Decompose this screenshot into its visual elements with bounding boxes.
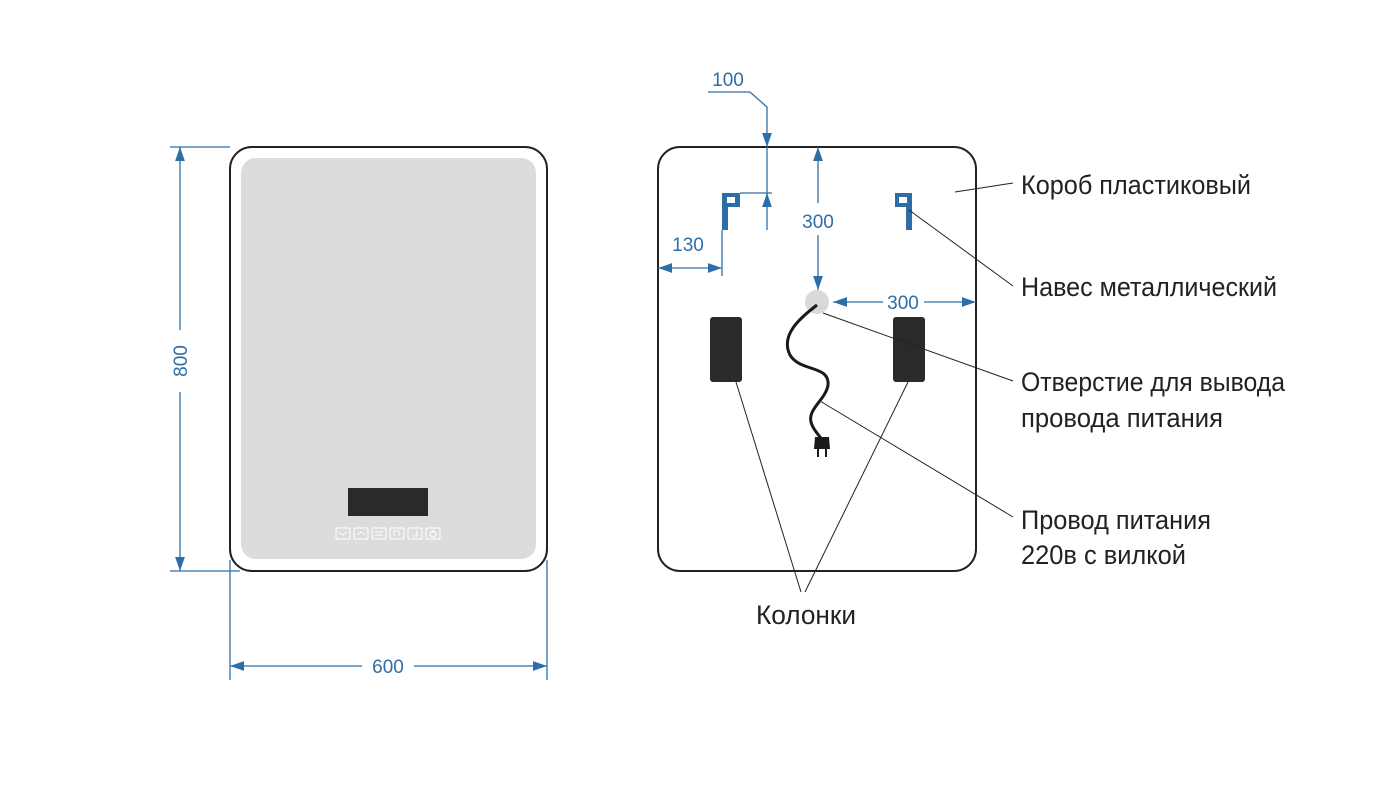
width-value: 600 [372, 657, 404, 678]
plastic-box [657, 146, 977, 572]
hole-top-dimension: 300 [802, 147, 834, 290]
mirror-surface [241, 158, 536, 559]
hook-side-value: 130 [672, 235, 704, 256]
back-view: 100 130 300 300 [657, 70, 1286, 630]
label-cord-line1: Провод питания [1021, 505, 1211, 535]
hole-side-value: 300 [887, 293, 919, 314]
label-hole-line2: провода питания [1021, 403, 1223, 433]
display-screen [348, 488, 428, 516]
mode-icon [371, 527, 387, 540]
height-dimension: 800 [170, 146, 240, 572]
right-hook-icon [895, 193, 912, 230]
left-speaker [710, 317, 742, 382]
label-hole-line1: Отверстие для вывода [1021, 367, 1286, 397]
music-icon [389, 527, 405, 540]
chevron-up-icon [353, 527, 369, 540]
label-speakers: Колонки [756, 600, 856, 630]
hook-top-value: 100 [712, 70, 744, 91]
height-value: 800 [171, 345, 192, 377]
power-cord [785, 303, 830, 441]
front-view: 800 600 [170, 146, 548, 680]
chevron-down-icon [335, 527, 351, 540]
power-icon [425, 527, 441, 540]
hole-side-dimension: 300 [833, 293, 976, 314]
hole-top-value: 300 [802, 212, 834, 233]
left-hook-icon [722, 193, 740, 230]
label-box: Короб пластиковый [1021, 170, 1251, 200]
plug-icon [814, 437, 830, 457]
label-hook: Навес металлический [1021, 272, 1277, 302]
touch-buttons [335, 527, 441, 540]
hook-top-dimension: 100 [708, 70, 772, 230]
light-icon [407, 527, 423, 540]
hook-side-dimension: 130 [658, 230, 723, 276]
label-cord-line2: 220в с вилкой [1021, 540, 1186, 570]
width-dimension: 600 [229, 560, 548, 680]
right-speaker [893, 317, 925, 382]
